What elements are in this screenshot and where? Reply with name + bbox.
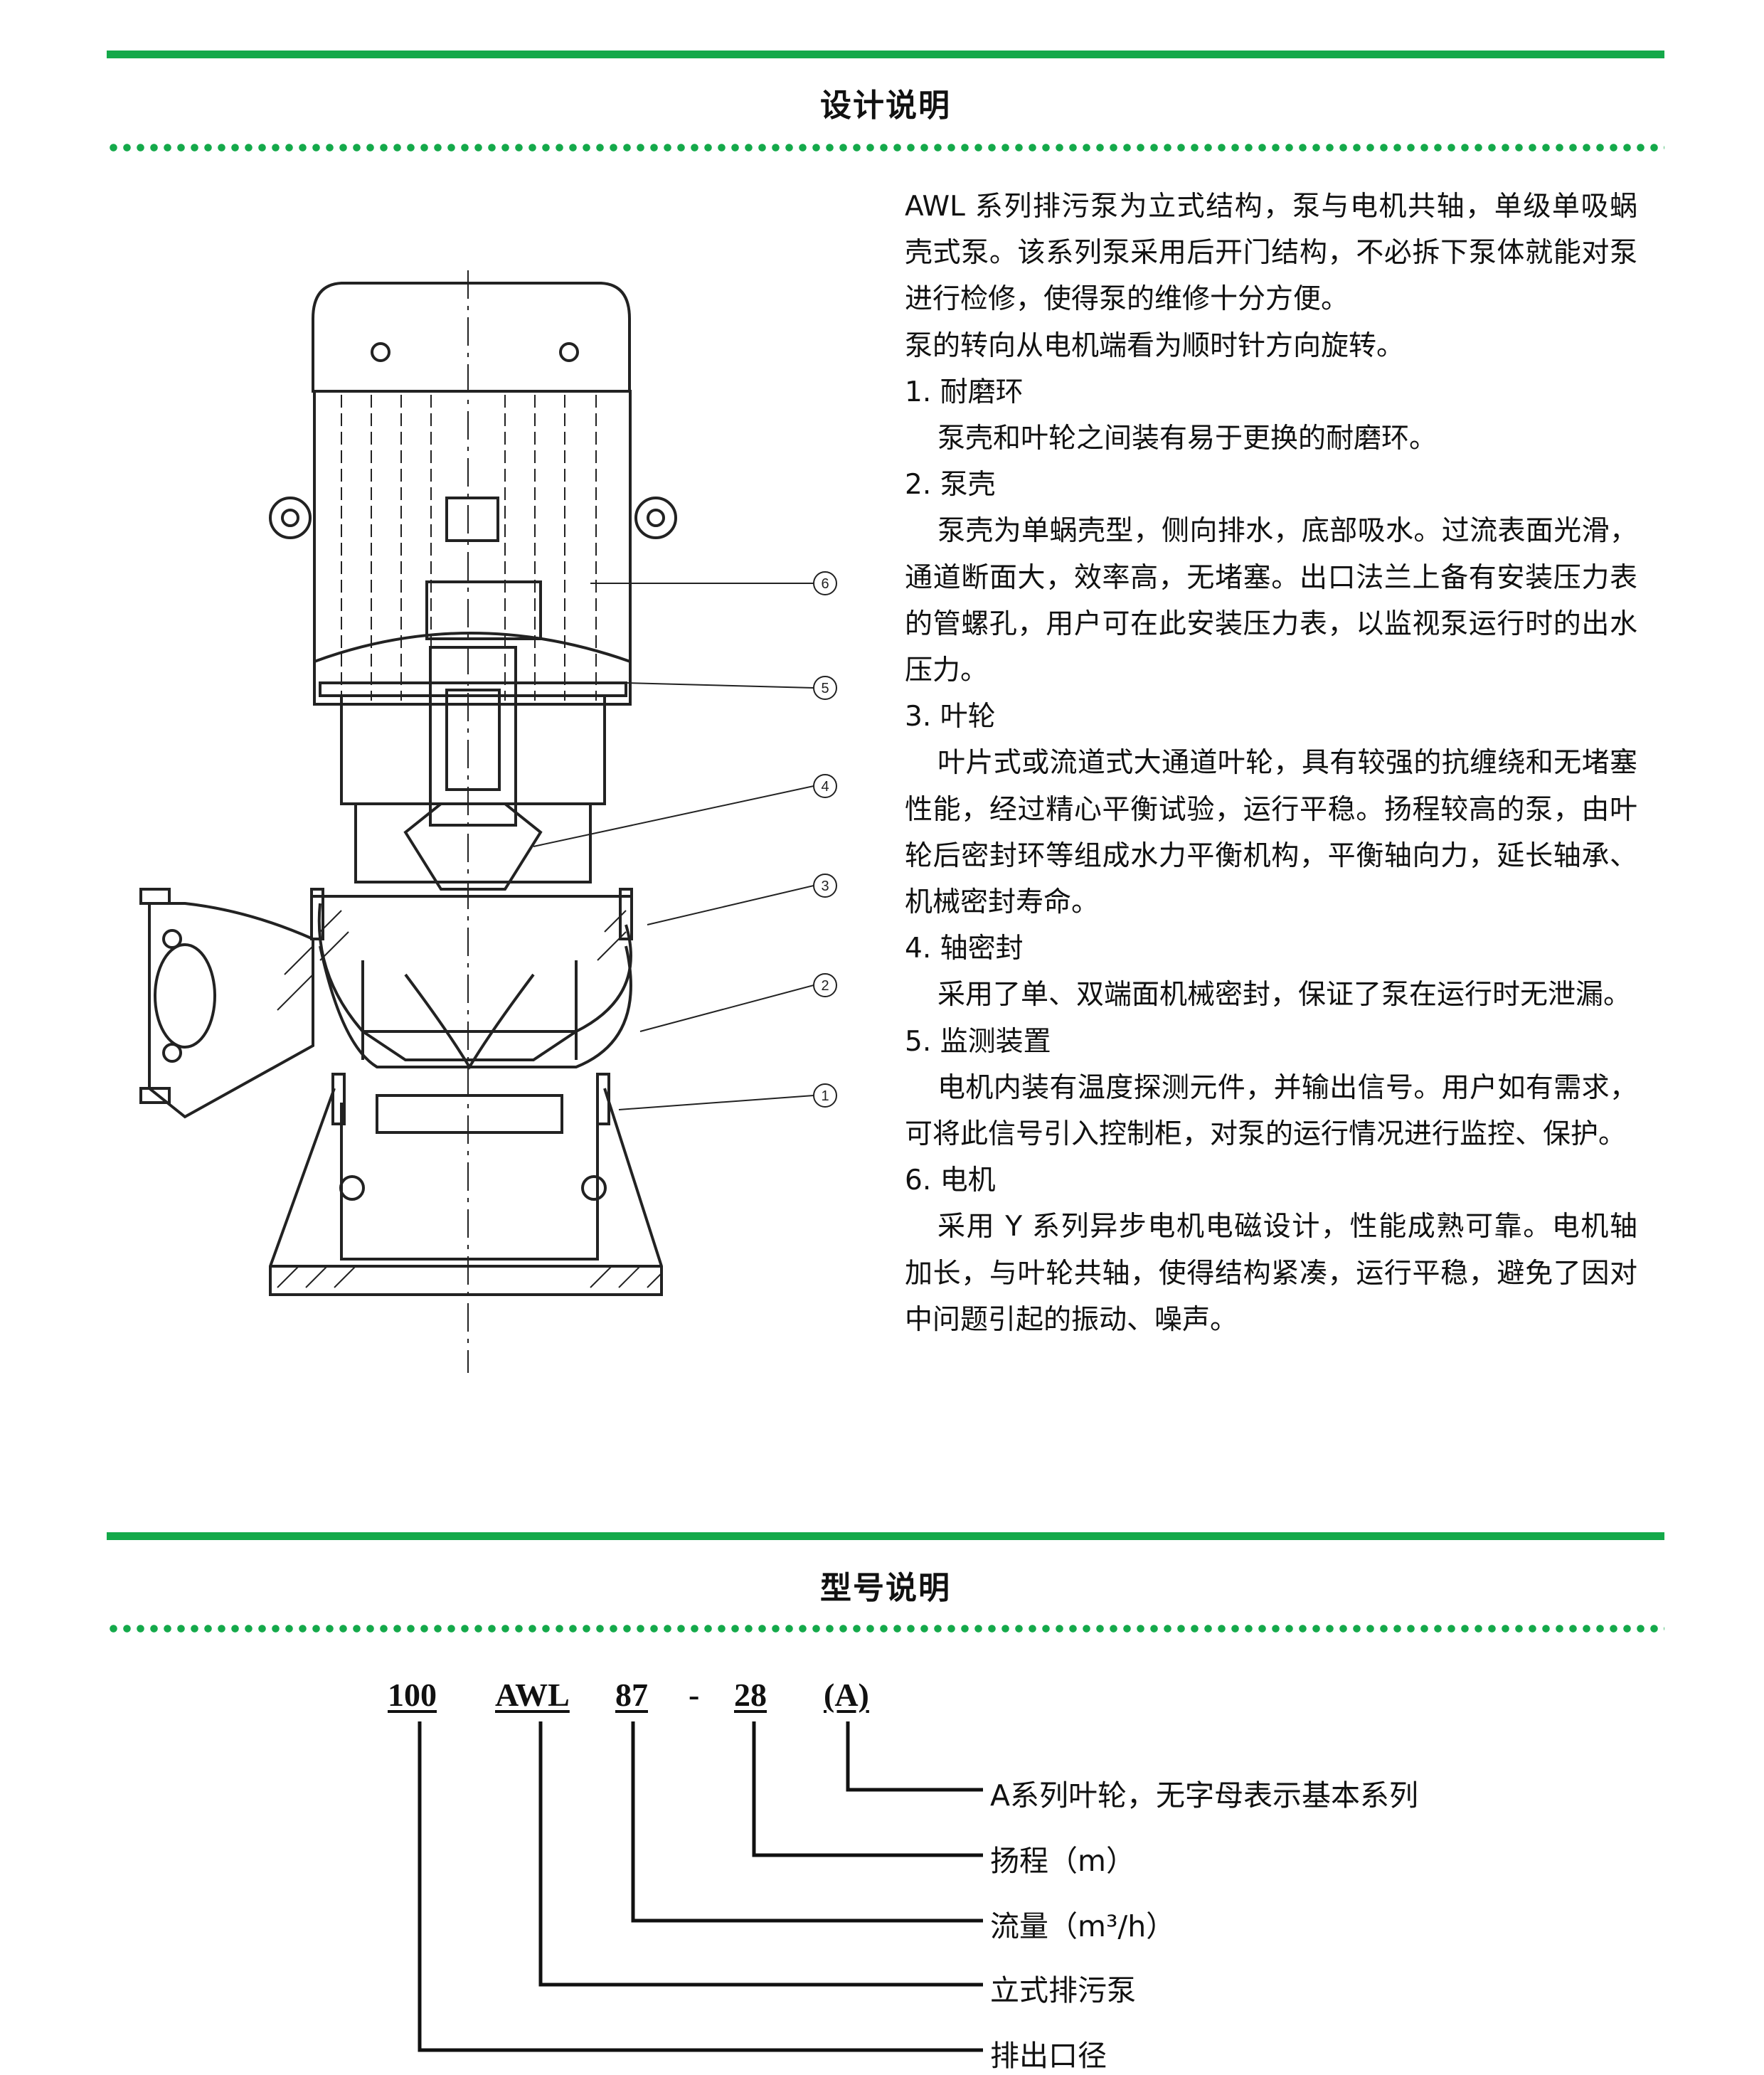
callout-6: 6 <box>821 576 829 592</box>
explain-impeller: A系列叶轮，无字母表示基本系列 <box>990 1778 1419 1813</box>
item-heading-monitoring: 5. 监测装置 <box>905 1025 1051 1058</box>
item-text-shaft-seal: 采用了单、双端面机械密封，保证了泵在运行时无泄漏。 <box>937 979 1632 1012</box>
callout-4: 4 <box>821 779 829 795</box>
callout-3: 3 <box>821 879 829 894</box>
section-title-design: 设计说明 <box>820 87 951 124</box>
section-title-model: 型号说明 <box>820 1570 951 1606</box>
design-description: AWL 系列排污泵为立式结构，泵与电机共轴，单级单吸蜗壳式泵。该系列泵采用后开门… <box>905 184 1637 1343</box>
intro-paragraph: AWL 系列排污泵为立式结构，泵与电机共轴，单级单吸蜗壳式泵。该系列泵采用后开门… <box>905 191 1637 316</box>
item-text-impeller: 叶片式或流道式大通道叶轮，具有较强的抗缠绕和无堵塞性能，经过精心平衡试验，运行平… <box>905 747 1637 919</box>
top-dotted-rule <box>107 144 1664 152</box>
item-text-motor: 采用 Y 系列异步电机电磁设计，性能成熟可靠。电机轴加长，与叶轮共轴，使得结构紧… <box>905 1211 1637 1336</box>
item-text-casing: 泵壳为单蜗壳型，侧向排水，底部吸水。过流表面光滑，通道断面大，效率高，无堵塞。出… <box>905 515 1637 687</box>
model-part-dash: - <box>689 1677 700 1713</box>
explain-head: 扬程（m） <box>990 1844 1135 1878</box>
item-heading-motor: 6. 电机 <box>905 1164 996 1197</box>
model-part-diameter: 100 <box>388 1677 437 1713</box>
item-heading-impeller: 3. 叶轮 <box>905 701 996 733</box>
explain-outlet-diameter: 排出口径 <box>990 2039 1107 2073</box>
model-part-series: AWL <box>495 1677 570 1713</box>
middle-dotted-rule <box>107 1625 1664 1633</box>
item-heading-wear-ring: 1. 耐磨环 <box>905 376 1024 408</box>
callout-2: 2 <box>821 978 829 994</box>
item-heading-casing: 2. 泵壳 <box>905 469 996 501</box>
pump-section-drawing: 6 5 4 3 2 1 <box>139 270 837 1373</box>
explain-vertical-pump: 立式排污泵 <box>990 1973 1136 2007</box>
rotation-paragraph: 泵的转向从电机端看为顺时针方向旋转。 <box>905 329 1405 362</box>
callout-1: 1 <box>821 1088 829 1104</box>
explain-flow: 流量（m³/h） <box>990 1909 1176 1943</box>
item-text-monitoring: 电机内装有温度探测元件，并输出信号。用户如有需求，可将此信号引入控制柜，对泵的运… <box>905 1071 1637 1151</box>
top-green-rule <box>107 51 1664 58</box>
model-part-flow: 87 <box>615 1677 648 1713</box>
middle-green-rule <box>107 1532 1664 1540</box>
model-part-impeller: (A) <box>824 1677 869 1713</box>
callout-5: 5 <box>821 681 829 696</box>
item-text-wear-ring: 泵壳和叶轮之间装有易于更换的耐磨环。 <box>937 423 1438 455</box>
item-heading-shaft-seal: 4. 轴密封 <box>905 933 1024 965</box>
model-part-head: 28 <box>734 1677 767 1713</box>
